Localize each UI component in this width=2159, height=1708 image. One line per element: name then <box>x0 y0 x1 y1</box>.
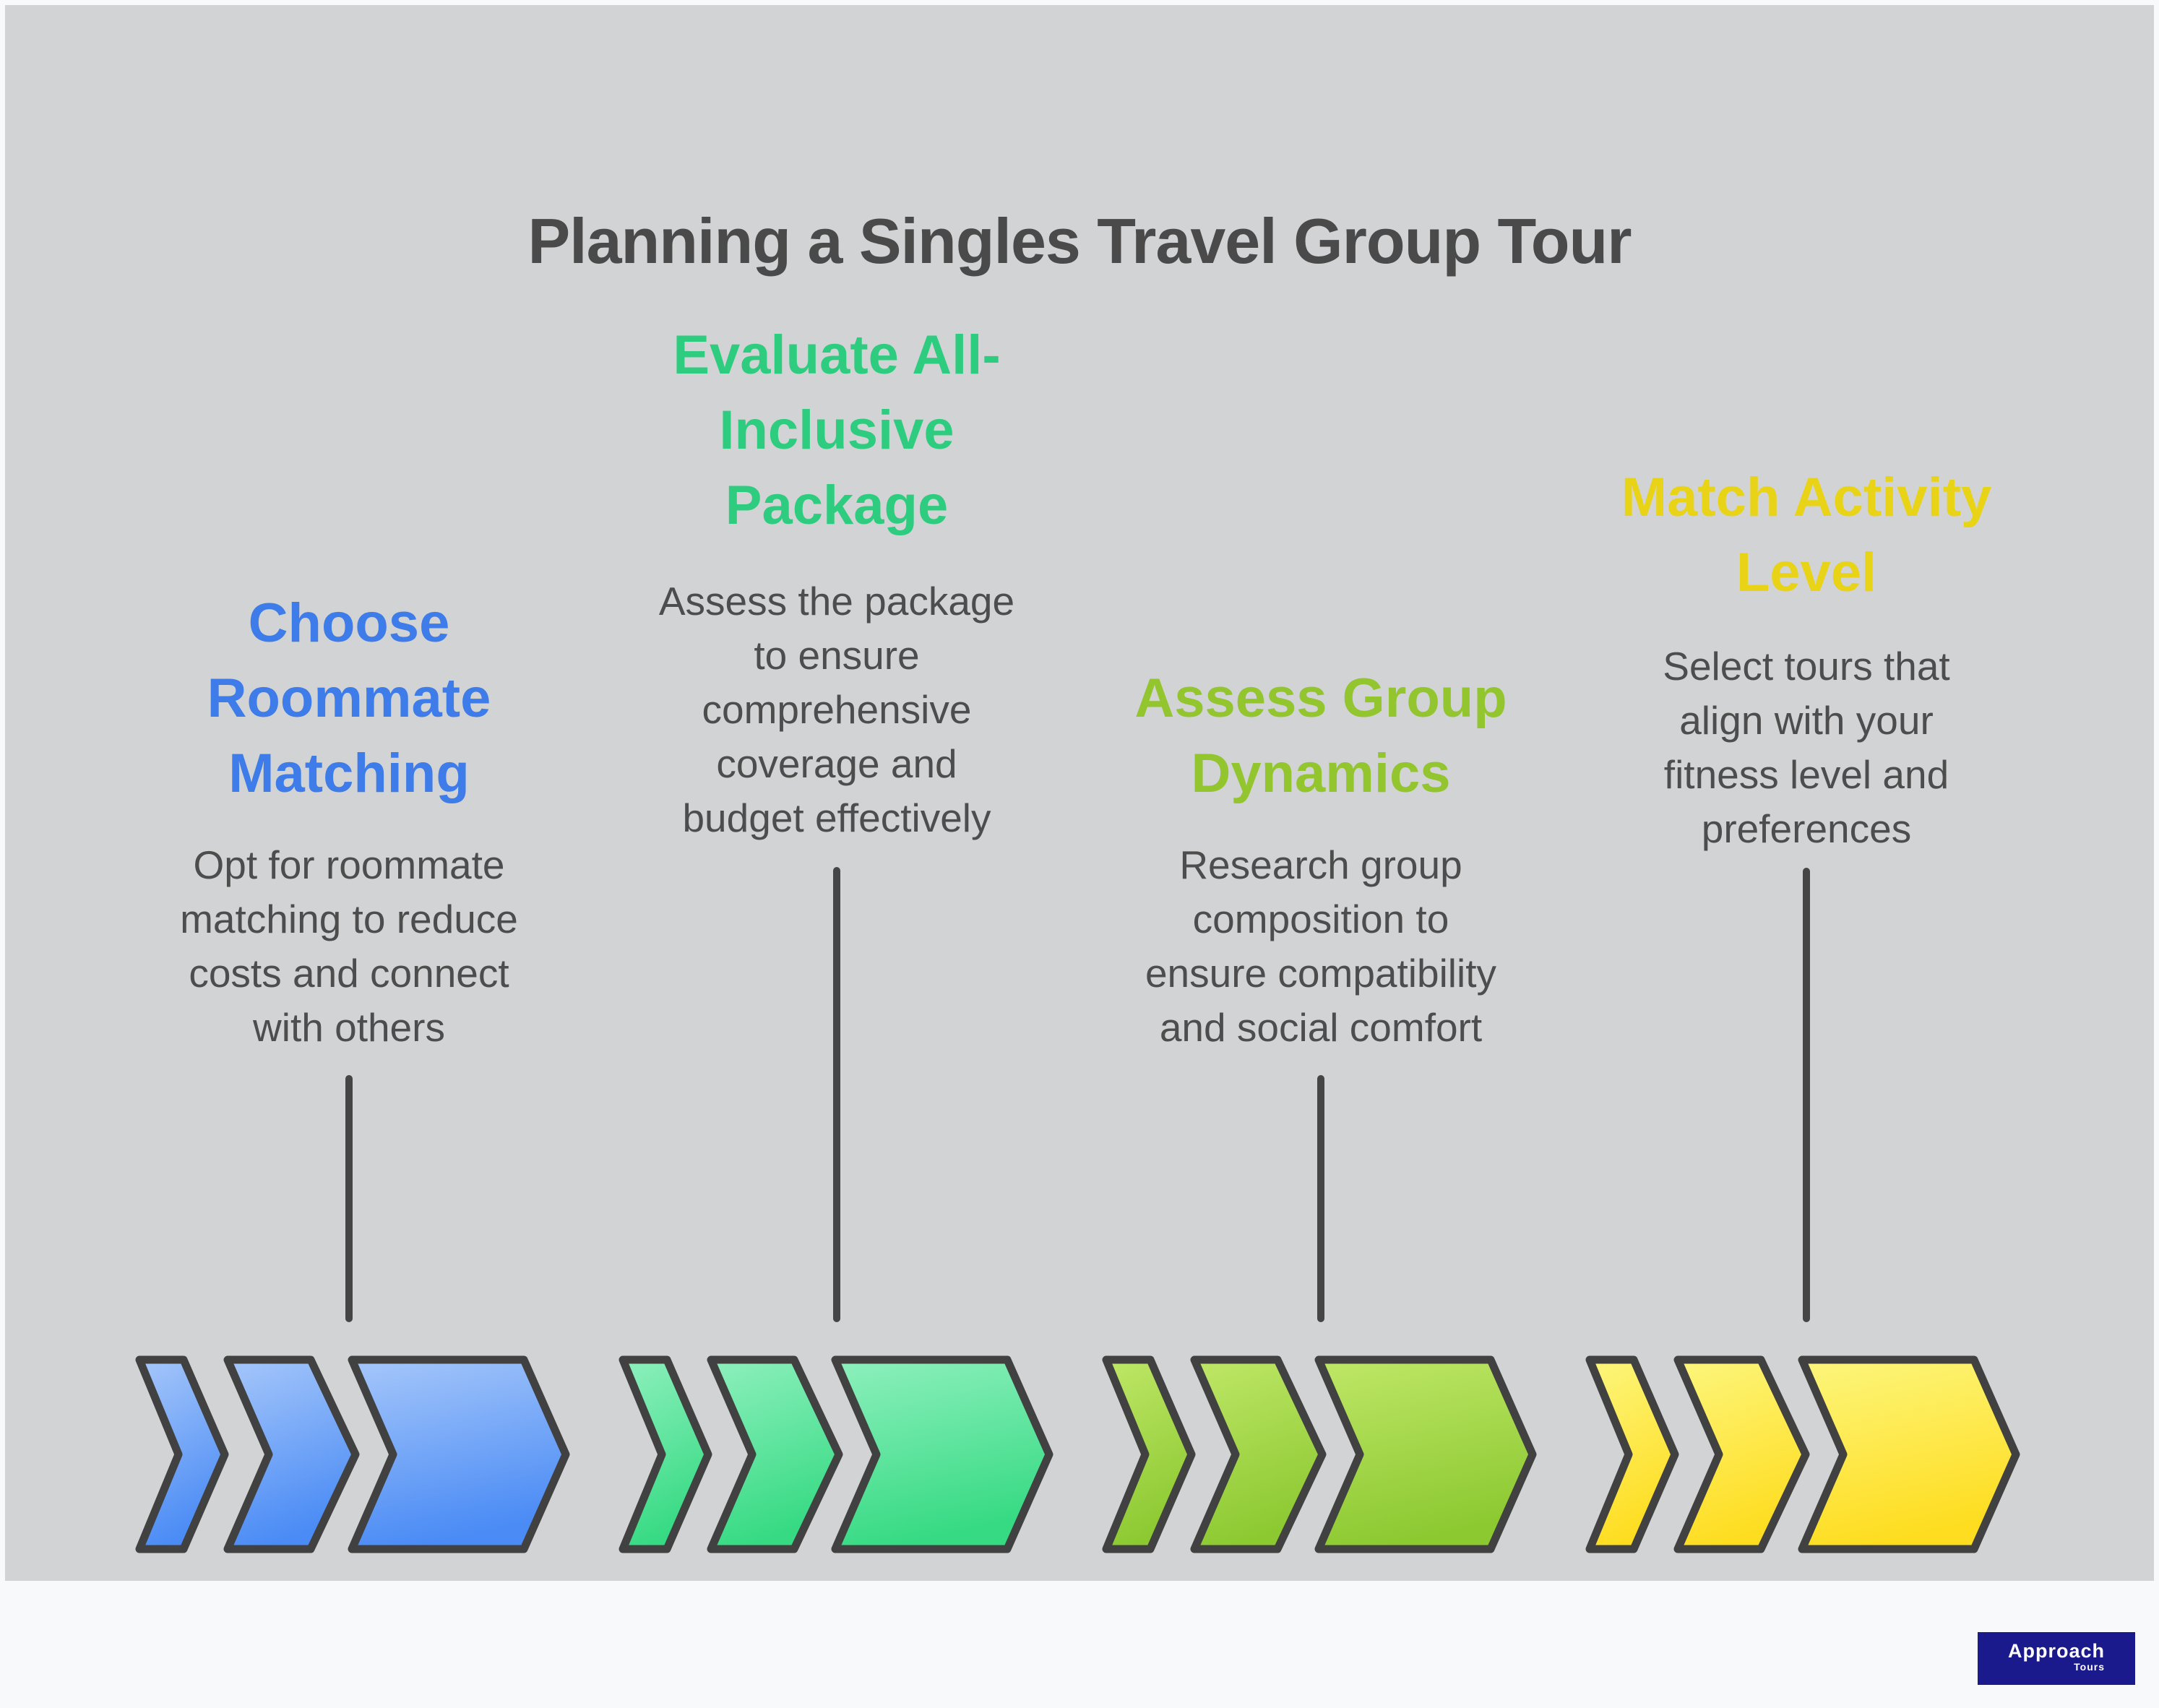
connector-line <box>1803 868 1810 1322</box>
step-heading-line: Choose <box>248 592 450 654</box>
step-heading-line: Dynamics <box>1191 743 1451 804</box>
step-heading: Assess Group Dynamics <box>1068 661 1574 811</box>
infographic-panel <box>5 5 2154 1581</box>
step-heading-line: Inclusive <box>719 400 954 461</box>
step-description: Select tours that align with your fitnes… <box>1553 639 2059 856</box>
logo-brand-name: Approach <box>2007 1640 2105 1662</box>
chevron-arrows-icon <box>619 1355 1053 1553</box>
step-heading-line: Evaluate All- <box>673 324 1001 386</box>
step-description-line: costs and connect <box>189 951 509 996</box>
step-heading-line: Match Activity <box>1621 467 1992 528</box>
step-heading: Evaluate All- Inclusive Package <box>584 318 1090 543</box>
step-heading-line: Level <box>1736 542 1877 603</box>
chevron-arrows-icon <box>1102 1355 1537 1553</box>
step-description-line: composition to <box>1192 897 1449 941</box>
step-description: Assess the package to ensure comprehensi… <box>584 574 1090 845</box>
connector-line <box>345 1075 353 1322</box>
step-description-line: with others <box>253 1005 445 1050</box>
step-description-line: and social comfort <box>1159 1005 1483 1050</box>
connector-line <box>833 867 840 1322</box>
connector-line <box>1317 1075 1324 1322</box>
step-description: Research group composition to ensure com… <box>1068 838 1574 1055</box>
step-description: Opt for roommate matching to reduce cost… <box>96 838 602 1055</box>
logo-text: Approach Tours <box>2008 1642 2105 1673</box>
step-description-line: matching to reduce <box>180 897 518 941</box>
step-description-line: Research group <box>1179 842 1462 887</box>
step-description-line: Select tours that <box>1663 644 1950 689</box>
step-description-line: budget effectively <box>682 795 991 840</box>
step-heading: Choose Roommate Matching <box>96 586 602 811</box>
step-description-line: Opt for roommate <box>193 842 505 887</box>
step-heading-line: Package <box>725 475 949 536</box>
logo-sub-name: Tours <box>2074 1661 2105 1673</box>
chevron-arrows-icon <box>135 1355 570 1553</box>
approach-tours-logo: Approach Tours <box>1978 1632 2135 1685</box>
step-heading: Match Activity Level <box>1553 460 2059 611</box>
page-title: Planning a Singles Travel Group Tour <box>527 204 1632 277</box>
step-description-line: comprehensive <box>702 687 972 732</box>
step-description-line: to ensure <box>754 633 920 678</box>
step-heading-line: Matching <box>228 743 470 804</box>
step-heading-line: Roommate <box>207 668 491 729</box>
step-description-line: align with your <box>1679 698 1934 743</box>
step-description-line: ensure compatibility <box>1145 951 1497 996</box>
step-heading-line: Assess Group <box>1134 668 1507 729</box>
step-description-line: Assess the package <box>658 579 1015 624</box>
chevron-arrows-icon <box>1585 1355 2020 1553</box>
step-description-line: coverage and <box>716 741 957 786</box>
step-description-line: preferences <box>1701 806 1912 851</box>
step-description-line: fitness level and <box>1663 752 1949 797</box>
